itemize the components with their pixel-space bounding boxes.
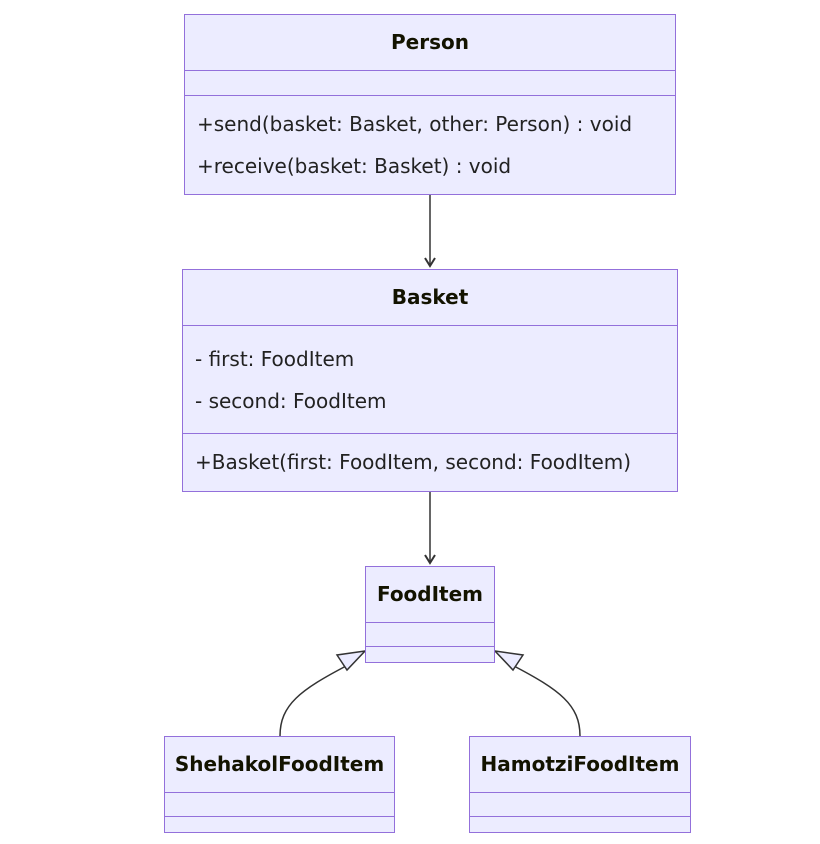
inheritance-arrow-left	[335, 649, 368, 672]
class-title: Basket	[391, 285, 469, 309]
methods-section	[366, 646, 494, 662]
methods-section: +Basket(first: FoodItem, second: FoodIte…	[183, 433, 677, 483]
attributes-section	[165, 792, 394, 816]
class-title: Person	[391, 30, 469, 54]
edge-hamotzi-fooditem	[511, 664, 581, 737]
class-title: ShehakolFoodItem	[174, 752, 385, 776]
method-row: +send(basket: Basket, other: Person) : v…	[197, 112, 633, 136]
class-title: HamotziFoodItem	[480, 752, 680, 776]
class-title: FoodItem	[376, 582, 484, 606]
method-row: +receive(basket: Basket) : void	[197, 154, 512, 178]
class-fooditem[interactable]: FoodItem	[365, 566, 495, 663]
attribute-row: - second: FoodItem	[195, 389, 387, 413]
class-person[interactable]: Person +send(basket: Basket, other: Pers…	[184, 14, 676, 195]
attributes-section	[470, 792, 690, 816]
attribute-row: - first: FoodItem	[195, 347, 355, 371]
class-shehakol[interactable]: ShehakolFoodItem	[164, 736, 395, 833]
method-row: +Basket(first: FoodItem, second: FoodIte…	[195, 450, 632, 474]
methods-section: +send(basket: Basket, other: Person) : v…	[185, 95, 675, 187]
attributes-section	[185, 70, 675, 95]
attributes-section: - first: FoodItem - second: FoodItem	[183, 325, 677, 433]
class-hamotzi[interactable]: HamotziFoodItem	[469, 736, 691, 833]
edge-shehakol-fooditem	[279, 664, 349, 737]
methods-section	[470, 816, 690, 832]
class-basket[interactable]: Basket - first: FoodItem - second: FoodI…	[182, 269, 678, 492]
attributes-section	[366, 622, 494, 646]
inheritance-arrow-right	[492, 649, 525, 672]
methods-section	[165, 816, 394, 832]
